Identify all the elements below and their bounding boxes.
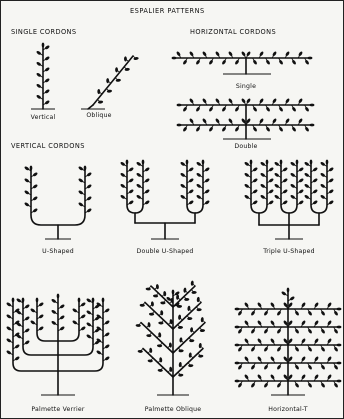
caption-vertical: Vertical bbox=[31, 114, 56, 121]
triple-u-shaped-drawing bbox=[244, 160, 334, 239]
u-shaped-drawing bbox=[24, 166, 92, 239]
caption-palmette-verrier: Palmette Verrier bbox=[31, 406, 84, 413]
palmette-oblique-drawing bbox=[136, 280, 206, 395]
vertical-cordon-drawing bbox=[31, 43, 55, 109]
caption-palmette-oblique: Palmette Oblique bbox=[145, 406, 202, 413]
caption-single: Single bbox=[236, 83, 256, 90]
heading-single-cordons: SINGLE CORDONS bbox=[11, 28, 76, 36]
caption-u-shaped: U-Shaped bbox=[42, 248, 74, 255]
caption-triple-u-shaped: Triple U-Shaped bbox=[263, 248, 315, 255]
caption-oblique: Oblique bbox=[86, 112, 111, 119]
caption-double: Double bbox=[234, 143, 257, 150]
double-horizontal-cordon-drawing bbox=[177, 98, 315, 139]
caption-horizontal-t: Horizontal-T bbox=[268, 406, 307, 413]
caption-double-u-shaped: Double U-Shaped bbox=[137, 248, 194, 255]
heading-vertical-cordons: VERTICAL CORDONS bbox=[11, 142, 85, 150]
oblique-cordon-drawing bbox=[81, 56, 139, 109]
horizontal-t-drawing bbox=[235, 288, 342, 395]
single-horizontal-cordon-drawing bbox=[172, 51, 313, 74]
heading-horizontal-cordons: HORIZONTAL CORDONS bbox=[190, 28, 276, 36]
palmette-verrier-drawing bbox=[6, 294, 110, 395]
double-u-shaped-drawing bbox=[120, 160, 210, 239]
chart-title: ESPALIER PATTERNS bbox=[130, 7, 205, 15]
